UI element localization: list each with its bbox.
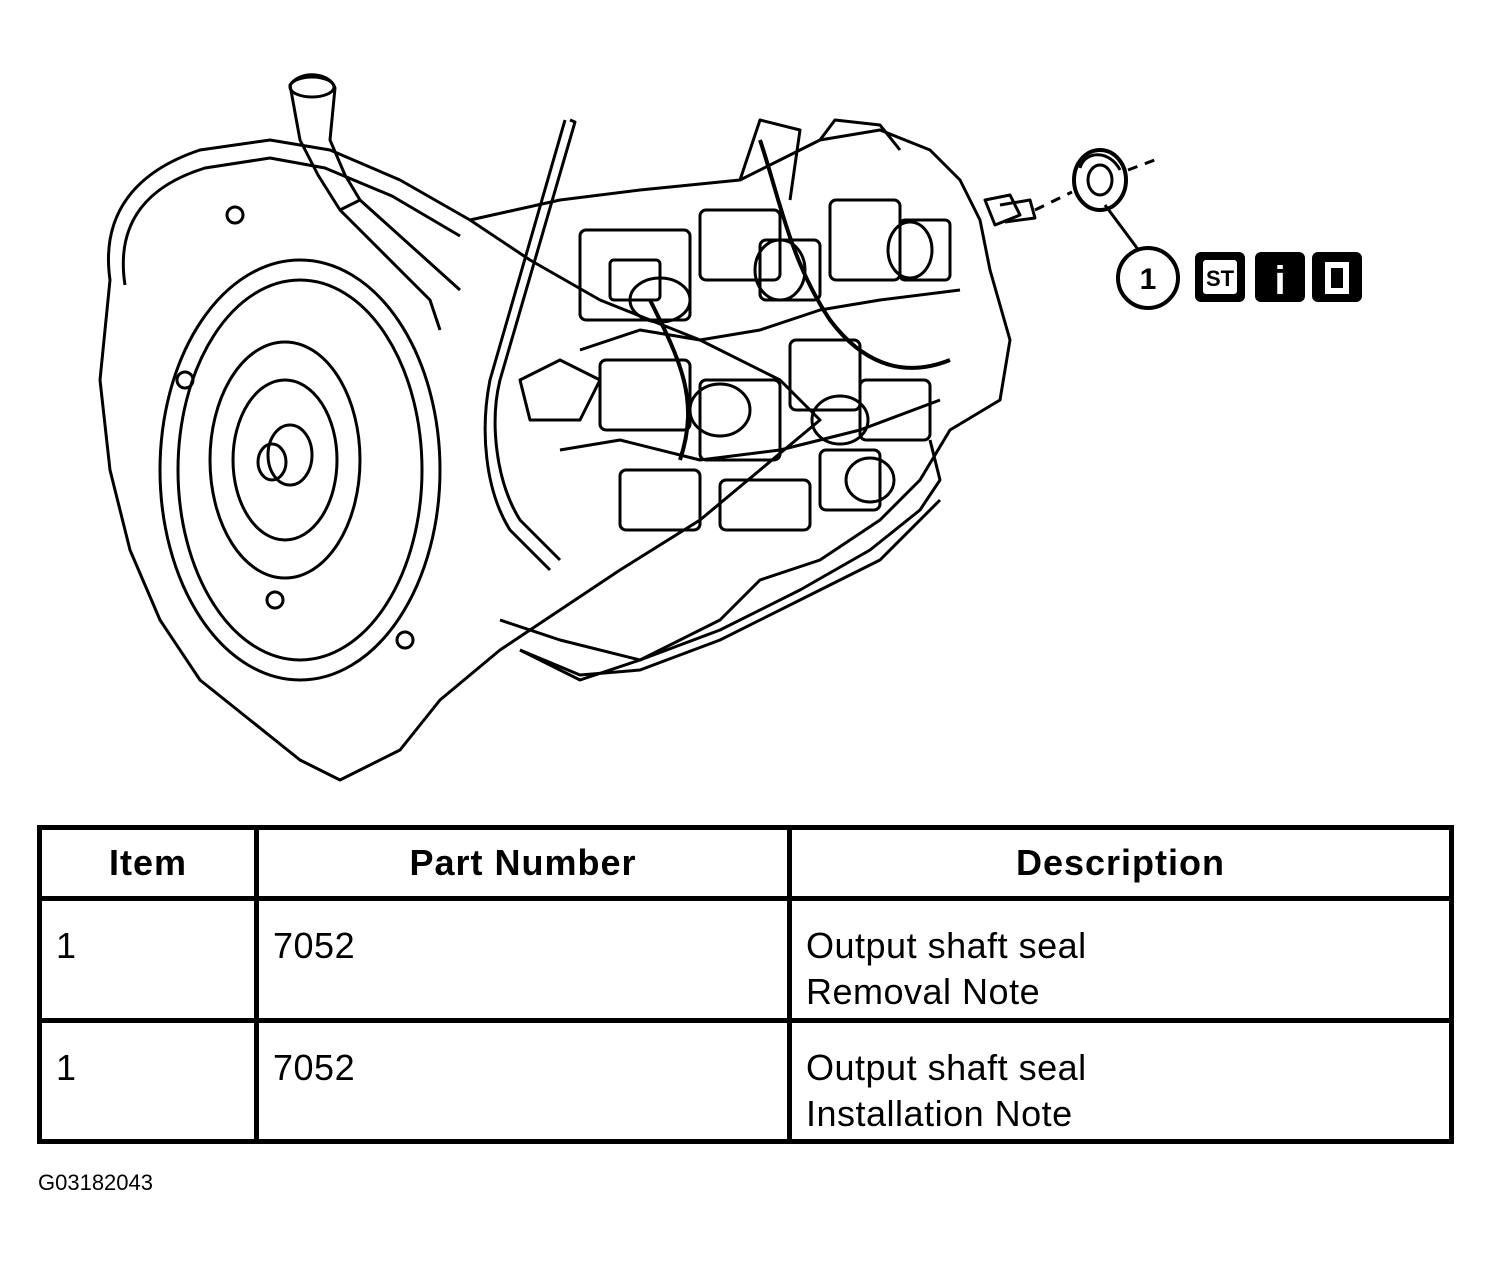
description-note: Installation Note (806, 1092, 1073, 1134)
cell-description: Output shaft seal Installation Note (787, 1017, 1454, 1144)
cell-part-number: 7052 (254, 1017, 792, 1144)
document-icon (1312, 252, 1362, 302)
callout-number: 1 (1140, 263, 1157, 296)
header-part-number: Part Number (254, 825, 792, 901)
oil-pan (499, 439, 942, 662)
table-row: 1 7052 Output shaft seal Removal Note (37, 896, 1454, 1023)
bell-housing-outline (98, 138, 822, 782)
callout-item-1: 1 (1116, 246, 1180, 310)
table-header-row: Item Part Number Description (37, 825, 1454, 901)
torque-converter (158, 258, 442, 682)
info-icon: i (1255, 252, 1305, 303)
cell-item: 1 (37, 1017, 259, 1144)
cell-part-number: 7052 (254, 896, 792, 1023)
transmission-illustration: 1 ST i (98, 73, 1362, 782)
output-shaft (983, 193, 1022, 227)
description-line: Output shaft seal (806, 1046, 1087, 1088)
callout-leader-line (1103, 204, 1142, 253)
description-note: Removal Note (806, 971, 1041, 1012)
svg-text:ST: ST (1206, 266, 1235, 291)
output-shaft-seal (1072, 148, 1128, 212)
header-item: Item (37, 825, 259, 901)
cell-description: Output shaft seal Removal Note (787, 896, 1454, 1023)
parts-table: Item Part Number Description 1 7052 Outp… (37, 825, 1454, 1144)
dipstick (493, 118, 577, 562)
special-tool-icon: ST (1195, 252, 1245, 302)
cell-item: 1 (37, 896, 259, 1023)
header-description: Description (787, 825, 1454, 901)
main-case (469, 128, 1012, 682)
table-row: 1 7052 Output shaft seal Installation No… (37, 1017, 1454, 1144)
description-line: Output shaft seal (806, 925, 1087, 966)
figure-id: G03182043 (38, 1170, 153, 1195)
svg-text:i: i (1274, 259, 1285, 303)
